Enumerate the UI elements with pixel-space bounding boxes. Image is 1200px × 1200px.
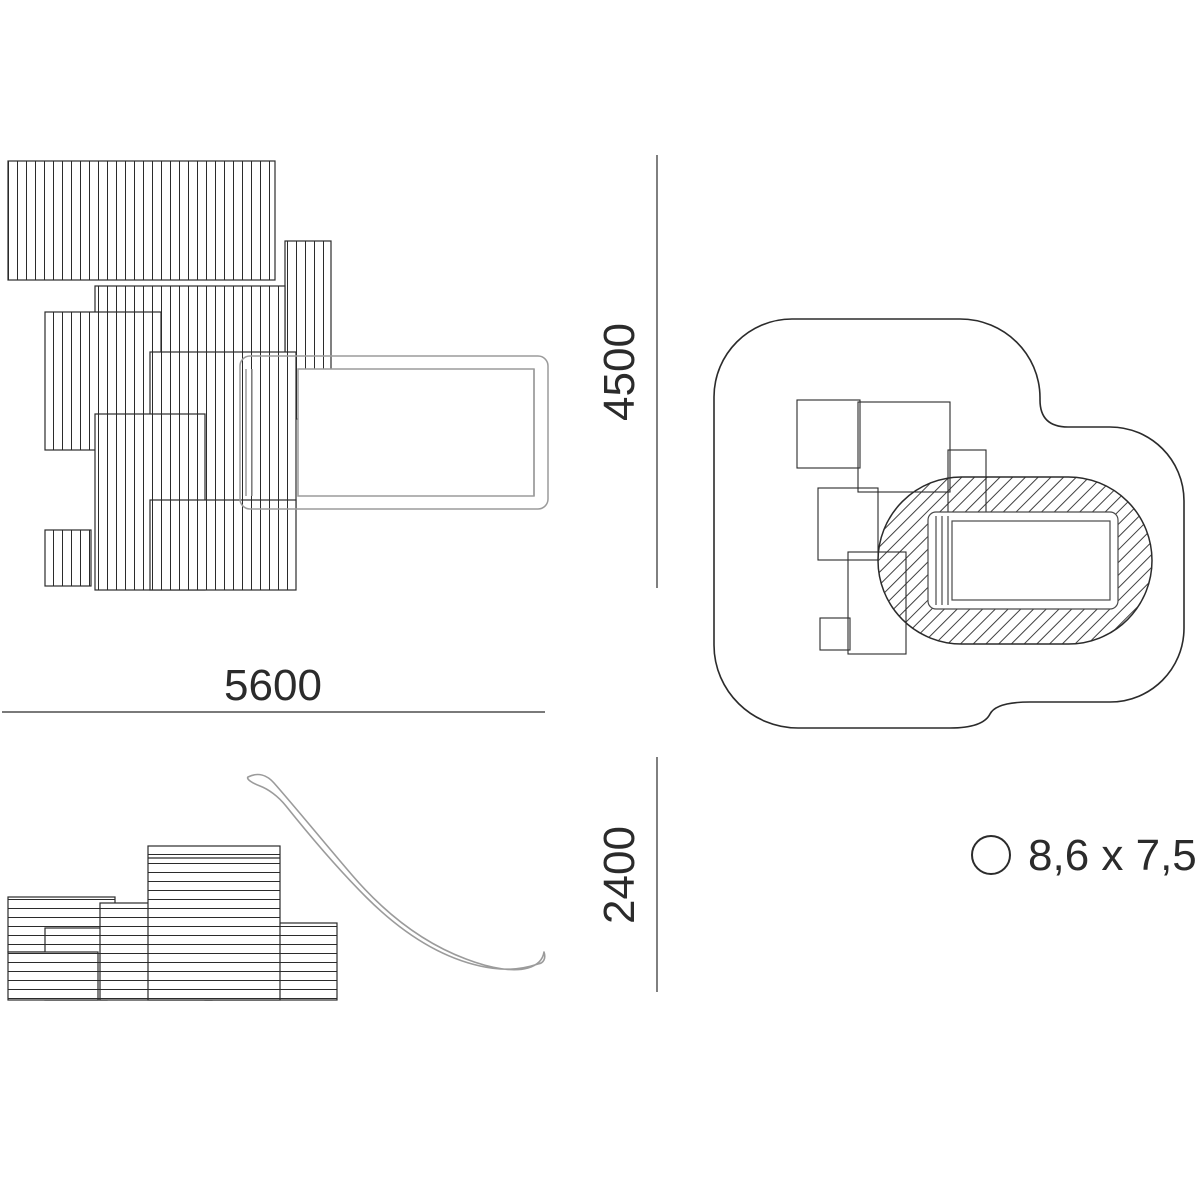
platform-rect [7, 951, 99, 1001]
slide-bed-plan [297, 368, 535, 497]
area-circle-icon [971, 835, 1011, 875]
platform-rect [44, 529, 92, 587]
slide-outline-safety [927, 511, 1119, 610]
elevation-height-label: 2400 [595, 826, 644, 924]
slide-bed-safety [951, 520, 1111, 601]
platform-rect [149, 499, 297, 591]
slide-elevation [246, 773, 546, 971]
dimension-lines [2, 155, 658, 992]
safety-zone-view [713, 318, 1185, 729]
slide-outline-plan [239, 355, 549, 510]
slide-safety-plan [927, 511, 1119, 610]
footprint-rect [857, 401, 951, 493]
elevation-view [7, 773, 546, 1001]
footprint-rect [847, 551, 907, 655]
footprint-rect [796, 399, 861, 469]
platform-rect [7, 160, 276, 281]
plan-width-label: 5600 [224, 661, 322, 710]
platform-rect [147, 845, 281, 1001]
slide-plan [239, 355, 549, 510]
safety-area-label: 8,6 x 7,5 [1028, 831, 1197, 880]
plan-view [7, 160, 549, 591]
footprint-rect [817, 487, 879, 561]
safety-perimeter-outline [713, 318, 1185, 729]
footprint-rect [819, 617, 851, 651]
plan-depth-label: 4500 [595, 323, 644, 421]
